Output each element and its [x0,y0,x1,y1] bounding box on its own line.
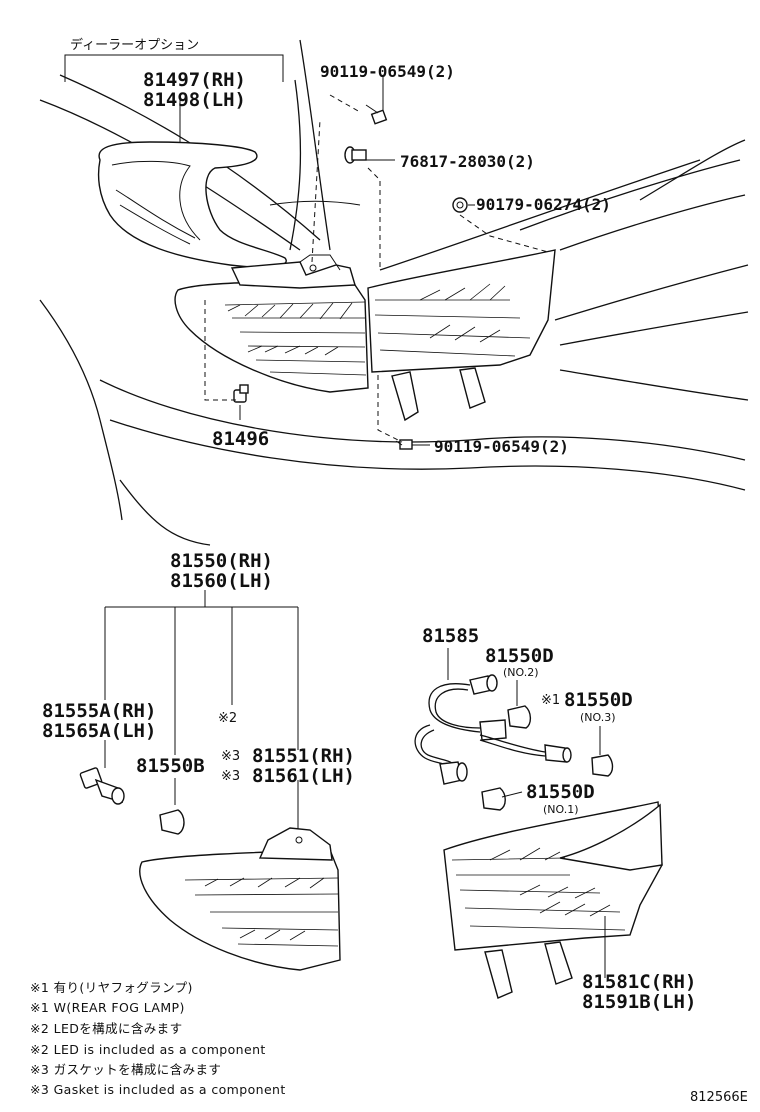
notes-block: ※1 有り(リヤフォグランプ) ※1 W(REAR FOG LAMP) ※2 L… [30,980,286,1097]
nut-top [452,197,468,213]
bulb-81550d-no3 [591,726,614,777]
lamp-assy-rh-label: 81550(RH) [170,550,273,572]
note-line: ※1 W(REAR FOG LAMP) [30,1000,185,1015]
wire-harness-81585 [414,648,572,785]
bulb-d3-label: 81550D [564,689,633,711]
note-line: ※2 LED is included as a component [30,1042,266,1057]
clip-top [344,146,367,164]
no2-label: (NO.2) [503,666,539,679]
no1-label: (NO.1) [543,803,579,816]
tail-lamp-lower-left [139,827,341,971]
inner-lamp-lh-label: 81591B(LH) [582,991,696,1013]
bulb-81550d-no2 [507,680,532,729]
leader-lines-top [204,77,549,446]
mark-1: ※1 [541,693,560,708]
bolt-top [365,104,388,125]
bolt-a-label: 90119-06549(2) [320,62,455,81]
outer-tail-lamp-top [174,254,369,393]
inner-lamp-rh-label: 81581C(RH) [582,971,696,993]
mark-3b: ※3 [221,769,240,784]
inner-tail-lamp-top [367,249,556,422]
bolt-b-label: 90119-06549(2) [434,437,569,456]
mark-3a: ※3 [221,749,240,764]
socket-81496 [233,384,249,403]
dealer-option-bracket: ディーラーオプション [64,37,284,82]
garnish-lh-label: 81498(LH) [143,89,246,111]
no3-label: (NO.3) [580,711,616,724]
bulb-d1-label: 81550D [526,781,595,803]
nut-label: 90179-06274(2) [476,195,611,214]
bulb-d2-label: 81550D [485,645,554,667]
bulb-81550d-no1 [481,787,523,811]
socket-label: 81496 [212,428,269,450]
bulb-b-label: 81550B [136,755,205,777]
note-line: ※1 有り(リヤフォグランプ) [30,980,193,995]
wire-label: 81585 [422,625,479,647]
lamp-assy-bracket [104,590,299,830]
diagram-code: 812566E [690,1090,748,1105]
lens-lh-label: 81561(LH) [252,765,355,787]
note-line: ※3 ガスケットを構成に含みます [30,1062,221,1077]
rear-garnish [97,100,287,268]
note-line: ※2 LEDを構成に含みます [30,1021,183,1036]
lamp-assy-lh-label: 81560(LH) [170,570,273,592]
lens-rh-label: 81551(RH) [252,745,355,767]
socket-rh-label: 81555A(RH) [42,700,156,722]
vehicle-body-outline [39,39,749,546]
socket-lh-label: 81565A(LH) [42,720,156,742]
bulb-81550b [159,809,185,835]
dealer-option-label: ディーラーオプション [70,37,199,53]
inner-tail-lamp-lower-right [443,801,663,999]
mark-2: ※2 [218,711,237,726]
garnish-rh-label: 81497(RH) [143,69,246,91]
clip-label: 76817-28030(2) [400,152,535,171]
socket-81555a [79,767,125,805]
note-line: ※3 Gasket is included as a component [30,1082,286,1097]
